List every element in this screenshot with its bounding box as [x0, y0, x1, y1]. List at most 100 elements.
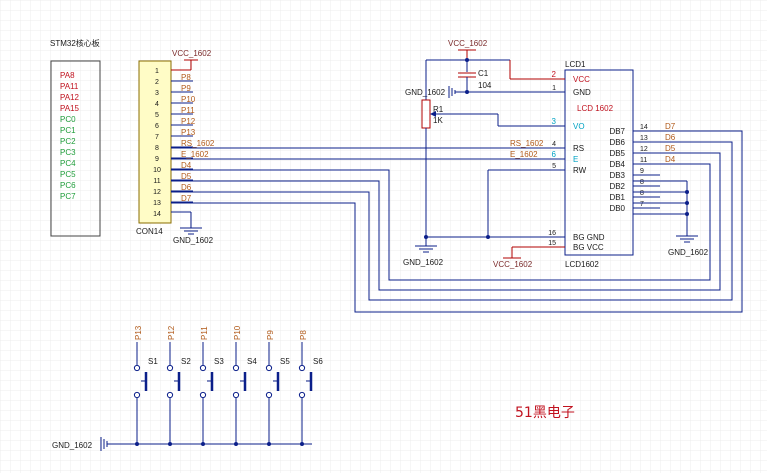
lcd-pin-name: DB2 [609, 182, 625, 191]
con14-net-label: D7 [181, 194, 192, 203]
button-net-label: P13 [134, 325, 143, 340]
button-ref: S5 [280, 357, 290, 366]
con14-net-label: E_1602 [181, 150, 209, 159]
lcd-body [564, 69, 634, 256]
button-contact [298, 391, 306, 399]
con14-pin-number: 9 [155, 156, 159, 163]
con14-pin-number: 13 [153, 200, 161, 207]
lcd-pin-number: 13 [640, 135, 648, 142]
con14-net-label: P8 [181, 73, 191, 82]
gnd-right-icon [676, 235, 698, 243]
con14-vcc-label: VCC_1602 [172, 49, 212, 58]
gnd-buttons-label: GND_1602 [52, 441, 93, 450]
stm32-pin-label: PC1 [60, 126, 76, 135]
gnd-lcd-icon [415, 245, 437, 253]
r1-value: 1K [433, 116, 443, 125]
lcd-pin-name: DB4 [609, 160, 625, 169]
lcd-pin-name: BG GND [573, 233, 605, 242]
lcd-pin-name: VCC [573, 75, 590, 84]
button-net-label: P9 [266, 330, 275, 340]
con14-pin-number: 4 [155, 101, 159, 108]
lcd-pin-number: 2 [552, 70, 557, 79]
lcd-net-label: RS_1602 [510, 139, 544, 148]
lcd-pin-number: 5 [552, 163, 556, 170]
button-net-label: P8 [299, 330, 308, 340]
lcd-part: LCD1602 [565, 260, 599, 269]
button-contact [232, 391, 240, 399]
button-contact [232, 364, 240, 372]
con14-pin-number: 5 [155, 112, 159, 119]
con14-body [138, 60, 172, 224]
button-net-label: P11 [200, 326, 209, 340]
lcd-pin-name: DB7 [609, 127, 625, 136]
lcd-pin-number: 9 [640, 168, 644, 175]
con14-gnd-icon [180, 227, 202, 235]
button-net-label: P10 [233, 325, 242, 340]
con14-net-label: P10 [181, 95, 196, 104]
con14-header[interactable]: 12P83P94P105P116P127P138RS_16029E_160210… [136, 49, 215, 245]
button-contact [133, 364, 141, 372]
con14-pin-number: 8 [155, 145, 159, 152]
capacitor-c1[interactable]: C1 104 [458, 60, 492, 90]
lcd-ref: LCD1 [565, 60, 586, 69]
lcd-net-label: D7 [665, 122, 676, 131]
con14-pin-number: 14 [153, 211, 161, 218]
button-ref: S3 [214, 357, 224, 366]
lcd-pin-name: RS [573, 144, 584, 153]
lcd-pin-number: 16 [548, 230, 556, 237]
button-contact [133, 391, 141, 399]
con14-pin-number: 12 [153, 189, 161, 196]
stm32-pin-label: PC4 [60, 159, 76, 168]
stm32-pin-label: PC2 [60, 137, 76, 146]
vcc-top-label: VCC_1602 [448, 39, 488, 48]
con14-net-label: P11 [181, 106, 195, 115]
button-ref: S1 [148, 357, 158, 366]
con14-gnd-label: GND_1602 [173, 236, 214, 245]
lcd-title: LCD 1602 [577, 104, 614, 113]
con14-pins: 12P83P94P105P116P127P138RS_16029E_160210… [153, 68, 215, 218]
stm32-board-outline [50, 60, 101, 237]
con14-pin-number: 6 [155, 123, 159, 130]
lcd-pin-number: 4 [552, 141, 556, 148]
stm32-pin-label: PA12 [60, 93, 80, 102]
lcd-pin-number: 1 [552, 85, 556, 92]
lcd-pin-name: VO [573, 122, 585, 131]
r1-ref: R1 [433, 105, 444, 114]
lcd-pin-number: 11 [640, 157, 647, 164]
lcd-pin-name: BG VCC [573, 243, 604, 252]
button-contact [265, 364, 273, 372]
lcd-pin-name: E [573, 155, 578, 164]
gnd-lcd-label: GND_1602 [403, 258, 444, 267]
lcd-pin-number: 14 [640, 124, 648, 131]
potentiometer-r1[interactable]: R1 1K [421, 59, 565, 237]
stm32-pin-label: PA15 [60, 104, 80, 113]
stm32-pin-label: PA11 [60, 82, 79, 91]
lcd-net-label: E_1602 [510, 150, 538, 159]
con14-net-label: D6 [181, 183, 192, 192]
gnd-left-label: GND_1602 [405, 88, 446, 97]
con14-pin-number: 3 [155, 90, 159, 97]
button-net-label: P12 [167, 325, 176, 340]
button-contact [166, 364, 174, 372]
button-contact [166, 391, 174, 399]
con14-pin-number: 1 [155, 68, 159, 75]
lcd-pin-name: DB3 [609, 171, 625, 180]
stm32-pin-label: PC3 [60, 148, 76, 157]
stm32-pin-label: PC7 [60, 192, 76, 201]
lcd-pin-number: 8 [640, 190, 644, 197]
stm32-title: STM32核心板 [50, 38, 100, 48]
